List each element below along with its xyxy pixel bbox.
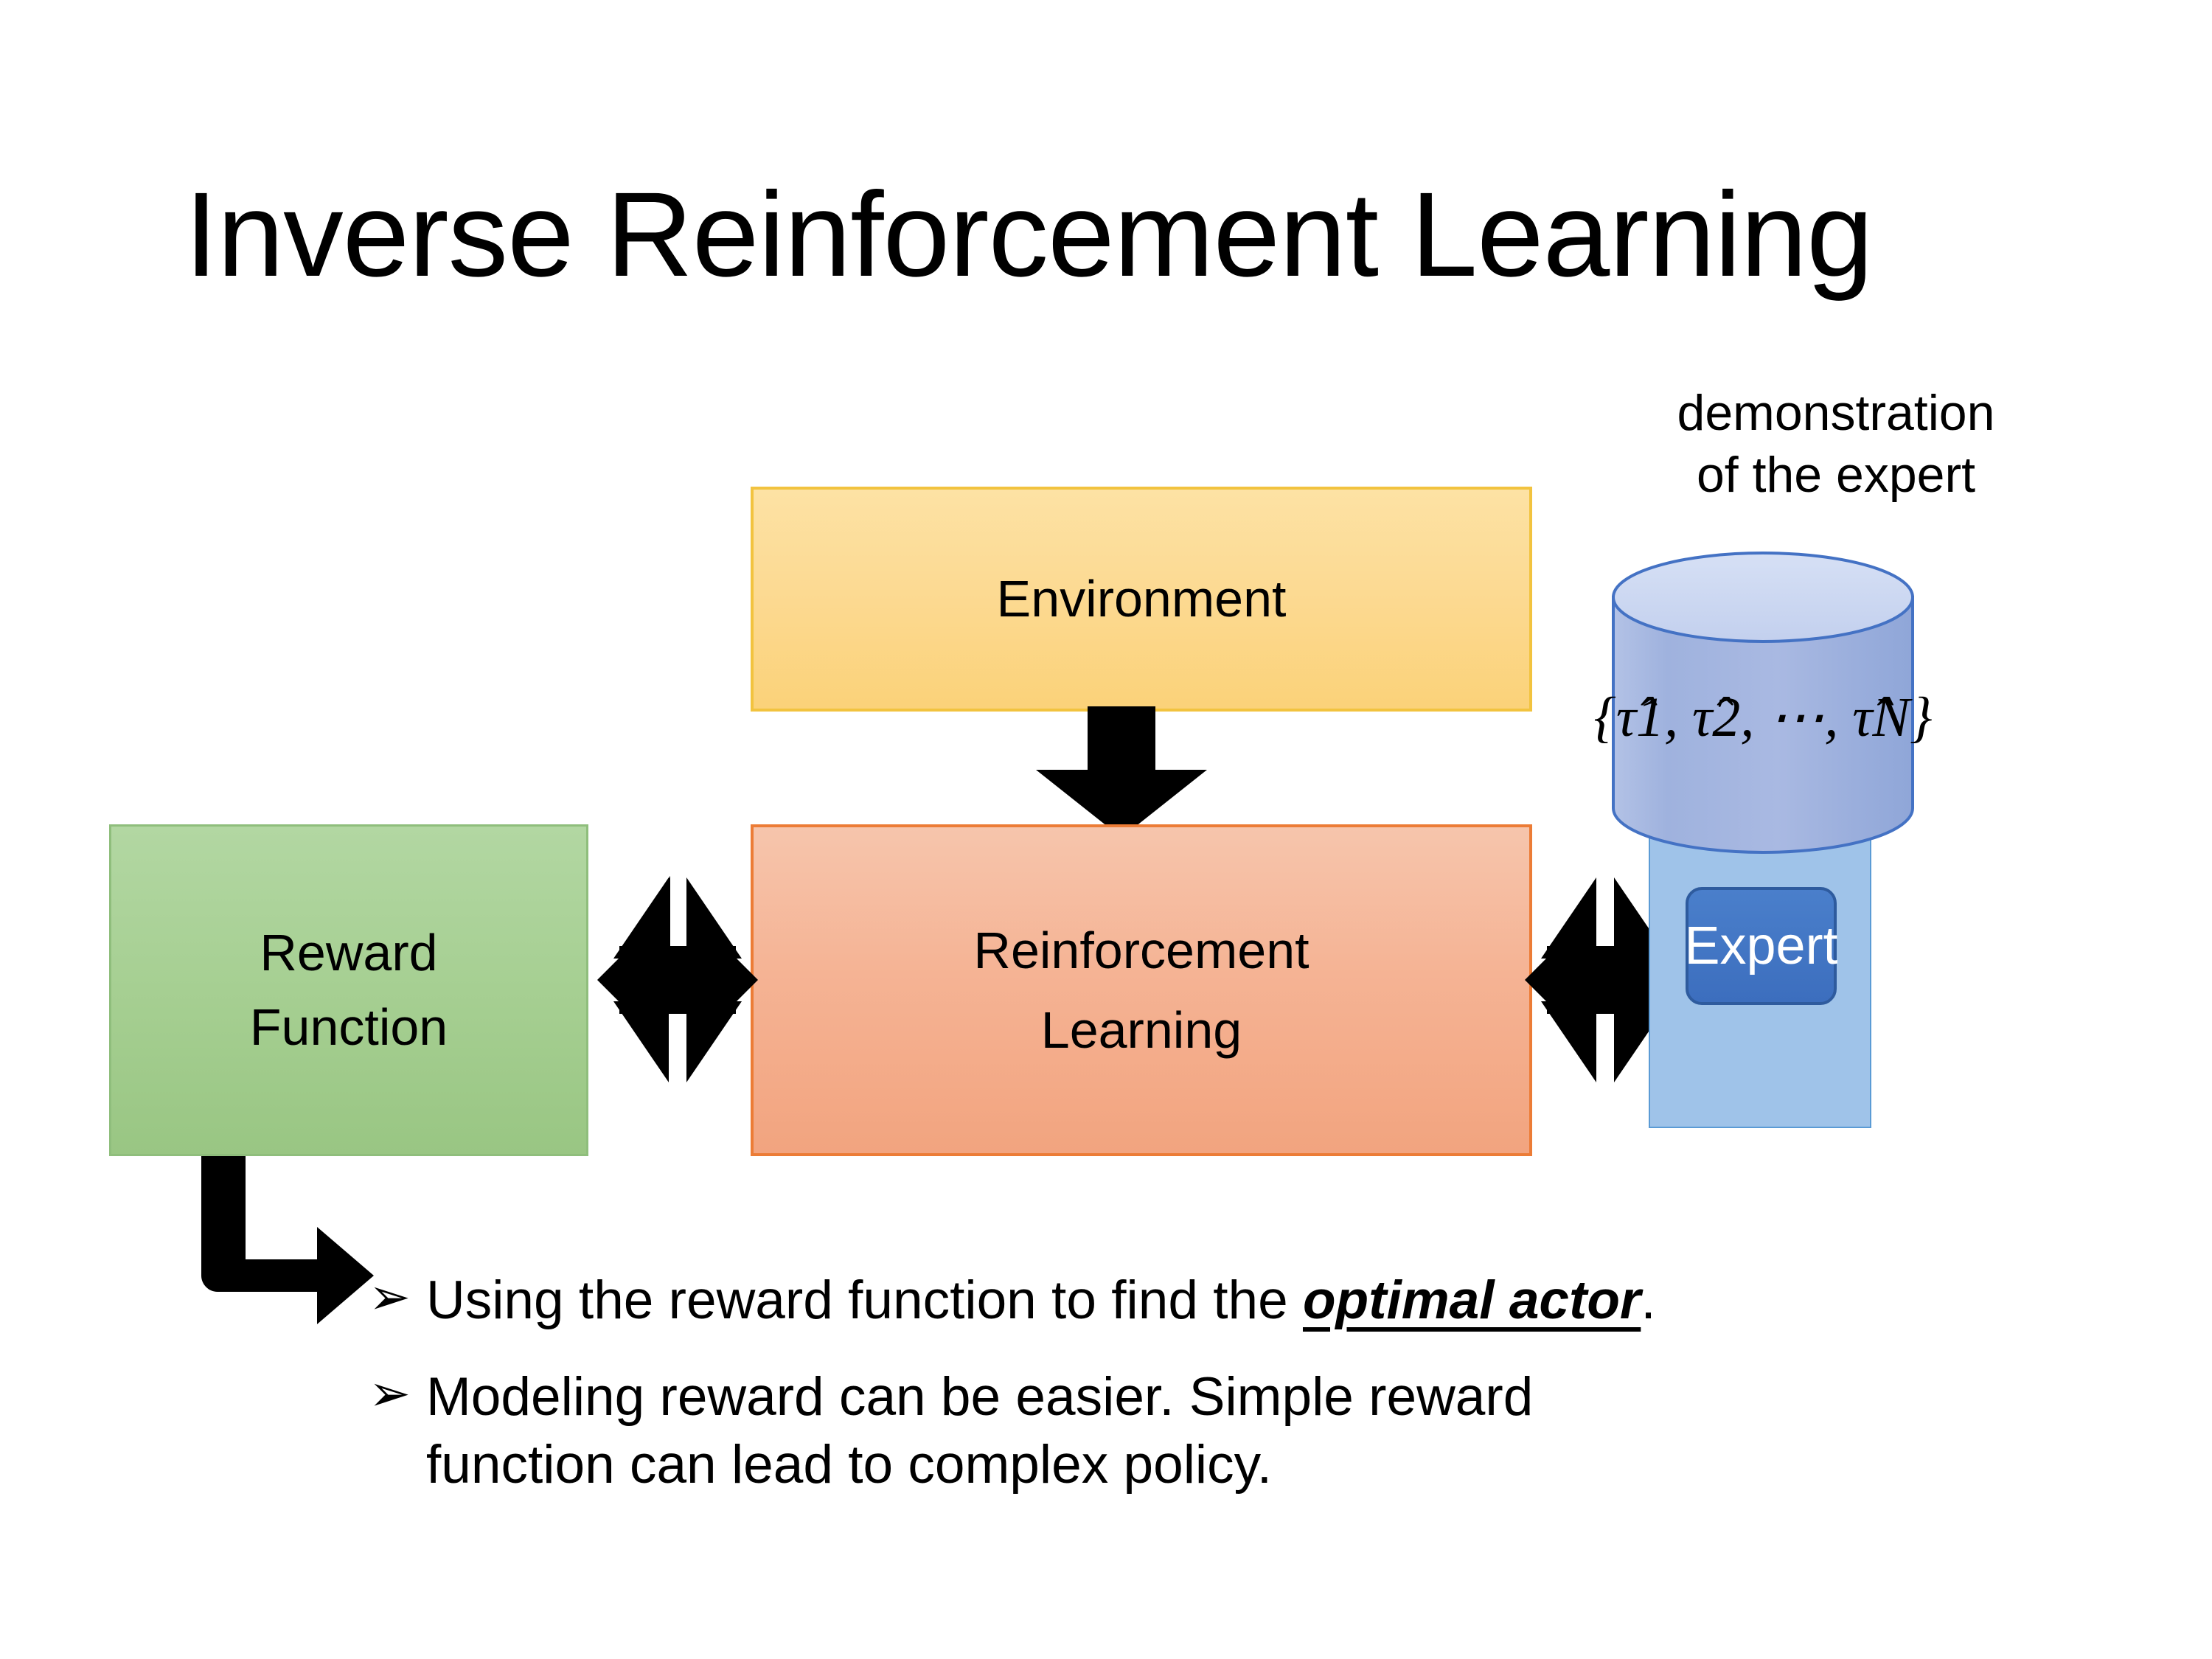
bullet-1-emphasis: optimal actor: [1302, 1270, 1641, 1330]
expert-button-label: Expert: [1684, 917, 1838, 975]
demonstration-cylinder: {τ̂1, τ̂2, ⋯, τ̂N}: [1593, 552, 1933, 854]
reward-to-bullets-elbow-arrow-icon: [201, 1156, 374, 1324]
expert-button[interactable]: Expert: [1684, 887, 1838, 1005]
bullet-2-line-2: function can lead to complex policy.: [426, 1434, 1273, 1495]
bullet-marker-icon: ➢: [369, 1269, 411, 1325]
list-item: ➢ Using the reward function to find the …: [369, 1267, 2101, 1334]
cylinder-trajectory-label: {τ̂1, τ̂2, ⋯, τ̂N}: [1593, 686, 1933, 748]
reward-function-box[interactable]: Reward Function: [109, 824, 588, 1156]
environment-to-rl-arrow-icon: [1036, 706, 1207, 838]
page-title: Inverse Reinforcement Learning: [184, 167, 1874, 302]
list-item: ➢ Modeling reward can be easier. Simple …: [369, 1363, 2101, 1498]
bullet-1-text-after: .: [1641, 1270, 1656, 1330]
bullet-2-line-1: Modeling reward can be easier. Simple re…: [426, 1367, 1534, 1427]
environment-box[interactable]: Environment: [751, 487, 1532, 712]
reinforcement-learning-box[interactable]: Reinforcement Learning: [751, 824, 1532, 1156]
reinforcement-learning-box-label: Reinforcement Learning: [973, 911, 1309, 1071]
rl-line-2: Learning: [1040, 1001, 1242, 1059]
environment-box-label: Environment: [996, 569, 1287, 627]
bullet-marker-icon: ➢: [369, 1366, 411, 1422]
demonstration-caption-line-2: of the expert: [1696, 447, 1976, 504]
bullet-text-2: Modeling reward can be easier. Simple re…: [426, 1363, 1533, 1498]
bullet-1-text-before: Using the reward function to find the: [426, 1270, 1303, 1330]
bullet-list: ➢ Using the reward function to find the …: [369, 1267, 2101, 1528]
reward-line-2: Function: [249, 998, 448, 1056]
reward-function-box-label: Reward Function: [250, 916, 448, 1065]
reward-to-rl-arrow-icon: [597, 876, 758, 1082]
bullet-text-1: Using the reward function to find the op…: [426, 1267, 1656, 1334]
demonstration-caption-line-1: demonstration: [1677, 385, 1995, 441]
rl-line-1: Reinforcement: [973, 921, 1310, 979]
demonstration-caption: demonstration of the expert: [1585, 382, 2087, 507]
reward-line-1: Reward: [260, 923, 438, 981]
